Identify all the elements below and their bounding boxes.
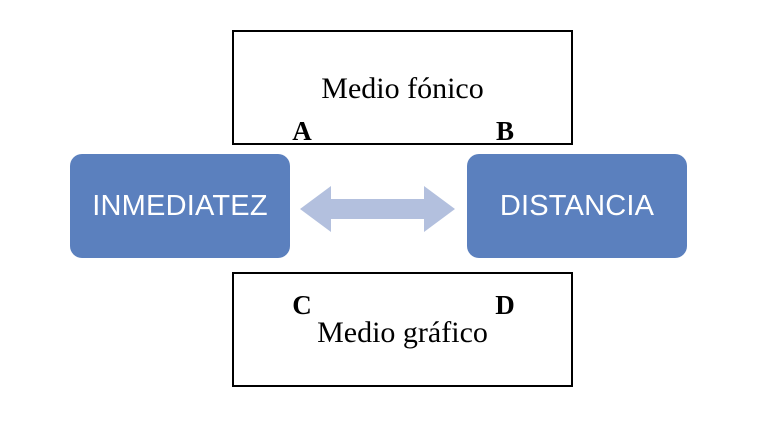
double-headed-arrow-icon — [300, 183, 455, 235]
medium-box-grafico: C D Medio gráfico — [232, 272, 573, 387]
medium-box-grafico-label: Medio gráfico — [317, 316, 488, 349]
double-headed-arrow-shape — [300, 186, 455, 232]
medium-box-fonico-label: Medio fónico — [321, 72, 484, 105]
medium-box-fonico: Medio fónico A B — [232, 30, 573, 145]
pole-box-distancia: DISTANCIA — [467, 154, 687, 258]
pole-label-distancia: DISTANCIA — [499, 189, 655, 222]
quadrant-letter-a: A — [292, 116, 312, 146]
quadrant-letter-b: B — [495, 116, 514, 146]
pole-box-inmediatez: INMEDIATEZ — [70, 154, 290, 258]
quadrant-letter-d: D — [495, 290, 515, 320]
quadrant-letter-c: C — [292, 290, 312, 320]
pole-label-inmediatez: INMEDIATEZ — [92, 189, 268, 222]
